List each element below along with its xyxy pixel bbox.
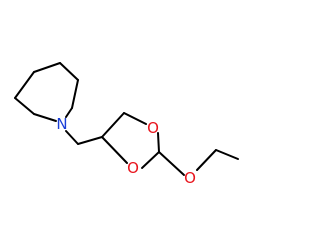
bond-c5-o1 [123, 112, 147, 125]
bond-ch2-c4ring [77, 136, 103, 145]
bond-o-ether-ch2 [196, 149, 217, 171]
atom-nitrogen-label: N [56, 115, 67, 133]
structure-diagram: N O O O [14, 62, 239, 187]
bond-c3-c4 [71, 79, 79, 109]
bond-o3-c4 [101, 136, 128, 164]
bond-n-c5 [33, 113, 57, 122]
bond-c1-c2 [33, 62, 61, 73]
piperidine-ring [14, 62, 79, 122]
bond-c4-n [65, 107, 73, 118]
atom-ring-oxygen-top-label: O [147, 119, 159, 137]
bond-ch2-ch3 [215, 149, 239, 160]
bond-c2-o-ether [158, 151, 185, 176]
bond-n-ch2 [65, 130, 79, 145]
bond-c2-o3 [141, 151, 160, 169]
bond-c5-c6 [14, 97, 35, 115]
ethoxy-group [158, 149, 239, 176]
dioxolane-ring [101, 112, 160, 169]
bond-o1-c2 [157, 132, 160, 153]
bond-c2-c3 [59, 62, 79, 81]
bond-c4-c5 [101, 112, 125, 138]
atom-ether-oxygen-label: O [184, 169, 196, 187]
atom-ring-oxygen-bottom-label: O [127, 159, 139, 177]
bond-c6-c1 [14, 71, 35, 99]
